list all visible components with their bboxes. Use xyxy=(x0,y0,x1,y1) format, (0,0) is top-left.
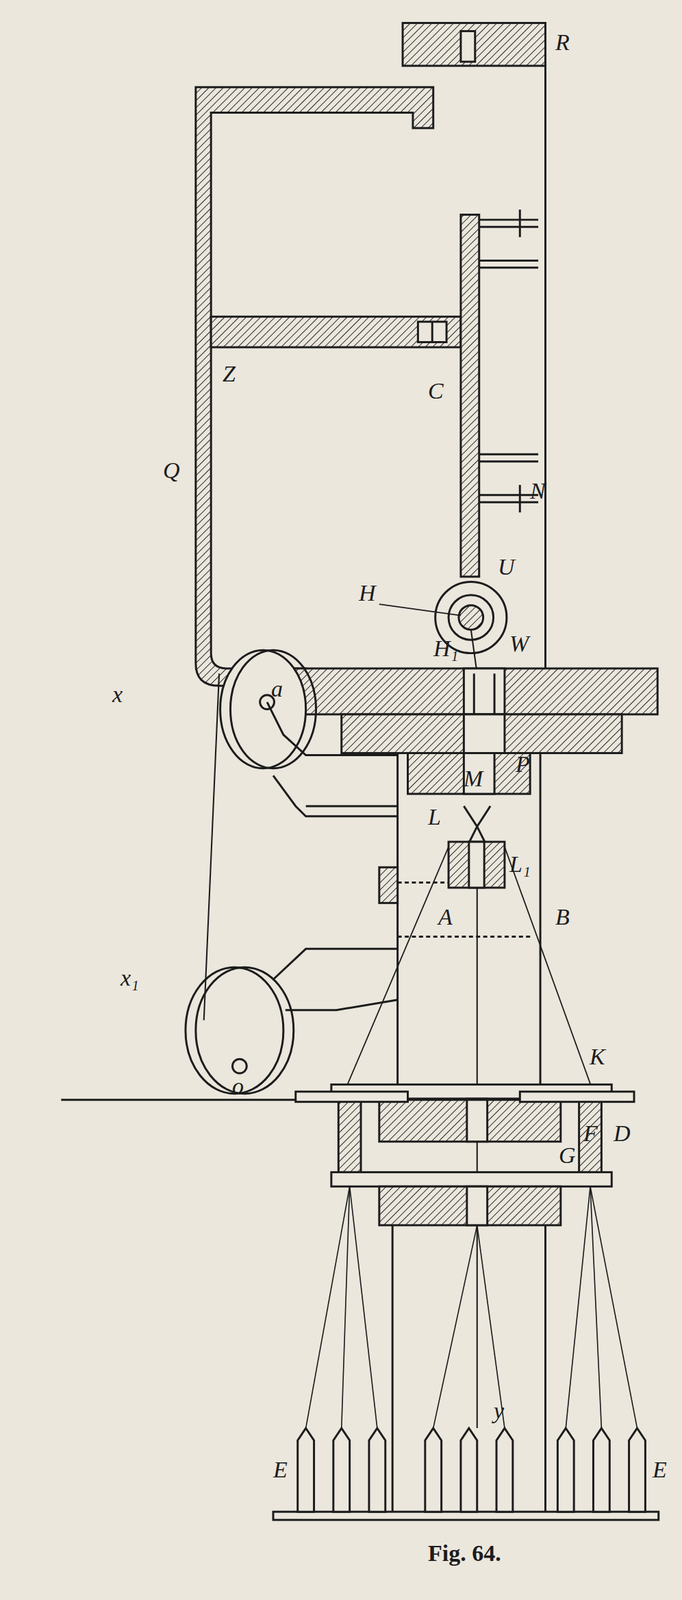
part-letter: C xyxy=(427,379,444,403)
part-letter: H₁ xyxy=(433,636,459,661)
part-letter: K xyxy=(589,1044,606,1069)
part-letter: o xyxy=(232,1074,244,1098)
part-letter: L xyxy=(427,805,441,829)
part-letter: D xyxy=(613,1121,631,1145)
part-letter: E xyxy=(273,1457,288,1482)
part-letter: N xyxy=(529,479,546,503)
part-letter: R xyxy=(555,30,570,55)
part-letter: U xyxy=(497,555,515,579)
part-letter: B xyxy=(555,905,570,929)
part-letter: Q xyxy=(162,458,181,483)
part-letter: Z xyxy=(222,362,236,386)
part-letter: E xyxy=(652,1457,667,1482)
part-letter: x₁ xyxy=(120,966,140,990)
part-letter: x xyxy=(112,682,123,706)
part-letter: L₁ xyxy=(509,852,531,876)
part-letter: A xyxy=(438,905,453,929)
part-letter: W xyxy=(509,632,529,656)
part-letter: M xyxy=(463,766,483,791)
part-letter: a xyxy=(271,677,283,701)
part-letter: H xyxy=(358,581,376,605)
part-letter: P xyxy=(515,752,530,776)
part-letter: F xyxy=(583,1121,598,1145)
part-letter: y xyxy=(493,1398,504,1423)
figure-caption: Fig. 64. xyxy=(427,1541,502,1565)
part-letter: G xyxy=(558,1143,576,1167)
